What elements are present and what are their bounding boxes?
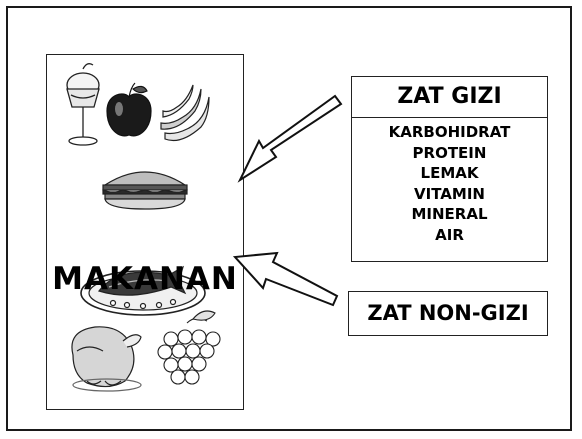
arrow-zat-non-gizi-to-makanan bbox=[235, 253, 337, 305]
arrow-zat-gizi-to-makanan bbox=[240, 96, 341, 180]
